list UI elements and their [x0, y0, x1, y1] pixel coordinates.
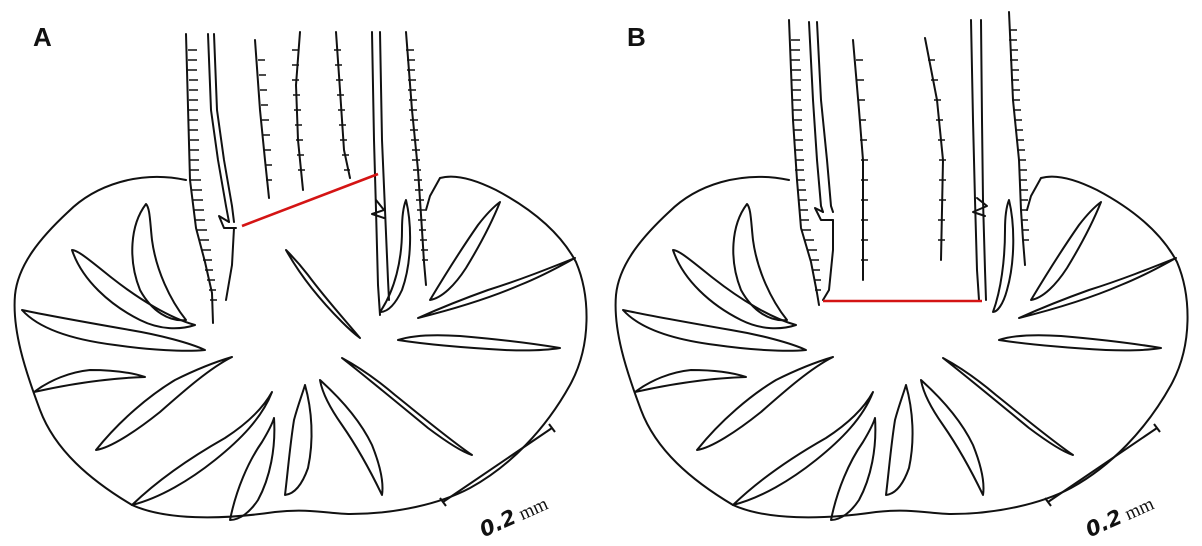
canal-8 — [885, 384, 914, 496]
canal-7 — [229, 417, 276, 521]
canal-13 — [429, 201, 501, 301]
stem-inner-right-2 — [980, 19, 987, 301]
canal-2 — [71, 249, 196, 330]
canal-1 — [732, 203, 788, 322]
canal-1 — [131, 203, 187, 322]
stem-left-wall — [185, 33, 214, 324]
panel-label-b: B — [627, 22, 646, 52]
stem-inner-lower-left — [225, 227, 235, 301]
canal-9 — [920, 379, 985, 496]
panel-b: B 0.2mm — [601, 0, 1202, 546]
measure-line-oblique — [241, 172, 379, 228]
stem-left-wall — [788, 19, 820, 306]
canal-3 — [622, 309, 807, 352]
stem-right-wall — [1008, 11, 1026, 266]
disc-outline — [13, 175, 588, 519]
panel-label-a: A — [33, 22, 52, 52]
ticks-left-wall — [188, 49, 217, 301]
canal-14 — [379, 199, 412, 313]
stem-right-notch — [371, 199, 385, 219]
canal-12 — [1018, 257, 1177, 319]
stem-inner-right-2 — [379, 31, 390, 301]
canal-11 — [998, 334, 1162, 352]
stem-ridge-4 — [335, 31, 351, 179]
stem-inner-right-1 — [970, 19, 980, 301]
ticks-ridge-3 — [928, 59, 946, 241]
stem-inner-right-1 — [371, 31, 381, 316]
canal-5 — [95, 356, 233, 451]
disc-outline — [614, 175, 1189, 519]
scale-bar-cap-left — [439, 497, 447, 507]
stem-notch — [814, 207, 834, 221]
ticks-ridge-2 — [856, 59, 868, 261]
stem-ridge-2 — [254, 39, 270, 199]
canal-5 — [696, 356, 834, 451]
stem-inner-wall-1 — [207, 33, 230, 223]
canal-4 — [33, 369, 146, 393]
canal-6 — [131, 391, 273, 506]
scale-bar — [1047, 427, 1158, 503]
scale-bar — [442, 427, 553, 503]
canal-6 — [732, 391, 874, 506]
ticks-ridge-3 — [292, 49, 305, 171]
scale-bar-cap-left — [1044, 497, 1052, 507]
canal-13 — [1030, 201, 1102, 301]
canal-2 — [672, 249, 797, 330]
stem-ridge-3 — [295, 31, 304, 191]
canal-11 — [397, 334, 561, 352]
ticks-left-wall — [791, 39, 821, 291]
canal-10 — [341, 357, 473, 456]
canal-4 — [634, 369, 747, 393]
canal-14 — [992, 199, 1015, 313]
panel-a-drawing — [13, 31, 588, 521]
stem-ridge-3 — [924, 37, 944, 261]
canal-9 — [319, 379, 384, 496]
stem-inner-lower-left — [822, 219, 834, 301]
ticks-right-wall — [1009, 29, 1029, 241]
scale-bar-cap-right — [1153, 423, 1161, 433]
scale-bar-cap-right — [548, 423, 556, 433]
canal-12 — [417, 257, 576, 319]
canal-10 — [942, 357, 1074, 456]
stem-right-notch — [972, 197, 988, 217]
canal-7 — [830, 417, 877, 521]
canal-3 — [21, 309, 206, 352]
stem-inner-wall-2 — [213, 33, 235, 223]
canal-15 — [285, 249, 361, 339]
stem-inner-wall-2 — [816, 21, 834, 213]
canal-8 — [284, 384, 313, 496]
stem-notch — [218, 215, 237, 229]
ticks-ridge-2 — [258, 59, 272, 181]
ticks-right-wall — [406, 49, 428, 261]
ticks-ridge-4 — [334, 49, 350, 171]
panel-a: A 0.2mm — [13, 22, 588, 542]
panel-b-drawing — [614, 11, 1189, 521]
stem-inner-wall-1 — [808, 21, 824, 213]
